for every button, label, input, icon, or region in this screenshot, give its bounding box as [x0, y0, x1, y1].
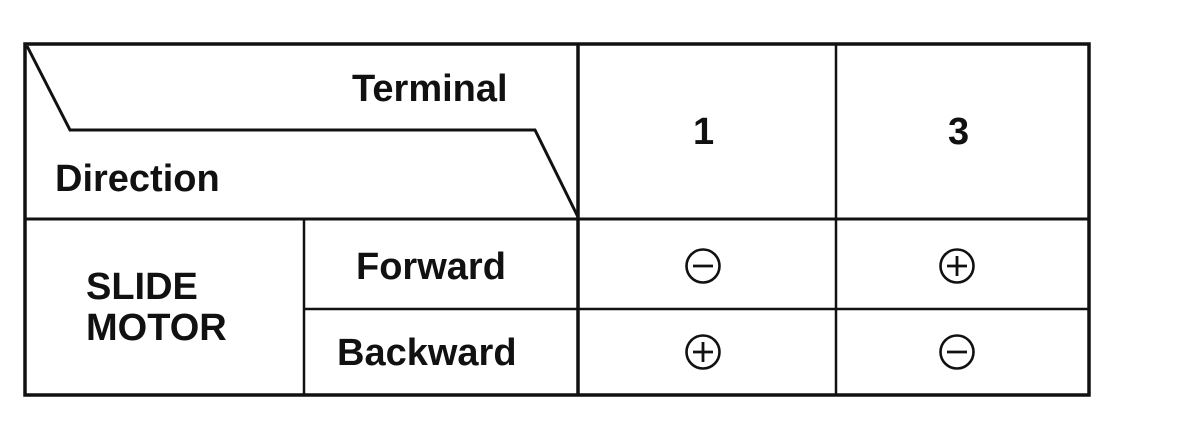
- circled-minus-icon: [939, 334, 975, 370]
- column-header-terminal-3: 3: [948, 111, 970, 153]
- circled-plus-icon: [939, 248, 975, 284]
- row-label-forward: Forward: [356, 246, 506, 288]
- column-header-terminal-1: 1: [693, 111, 715, 153]
- corner-bottom-label: Direction: [55, 158, 220, 200]
- circled-minus-icon: [685, 248, 721, 284]
- forward-terminal-3-polarity-icon: [938, 247, 976, 285]
- corner-diagonal-split: [25, 45, 580, 218]
- group-label-line-2: MOTOR: [86, 307, 227, 349]
- circled-plus-icon: [685, 334, 721, 370]
- corner-top-label: Terminal: [352, 68, 508, 110]
- group-label-line-1: SLIDE: [86, 266, 198, 308]
- forward-terminal-1-polarity-icon: [684, 247, 722, 285]
- backward-terminal-3-polarity-icon: [938, 333, 976, 371]
- backward-terminal-1-polarity-icon: [684, 333, 722, 371]
- row-label-backward: Backward: [337, 332, 517, 374]
